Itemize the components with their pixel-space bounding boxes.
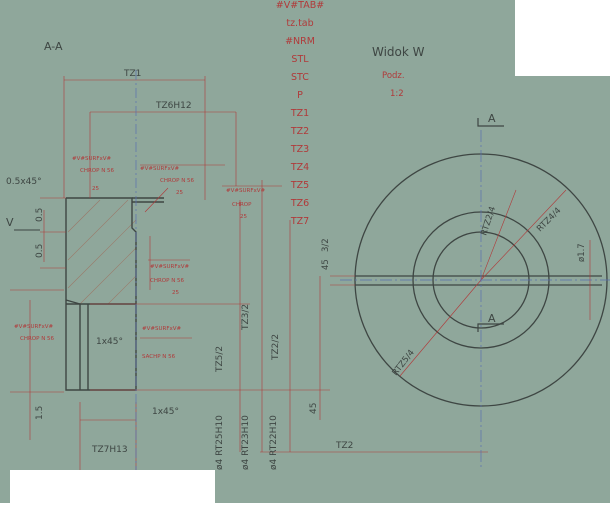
roughness-top-left-symbol: #V#SURFxV# [72,156,111,162]
param-item: TZ1 [290,108,309,119]
param-item: #V#TAB# [276,0,325,11]
dim-phi-outer: ø4 RT22H10 [269,415,279,470]
dim-view-gap-left2: 3/2 [321,238,331,252]
dim-bore-fit: TZ6H12 [155,101,192,111]
roughness-bore-symbol: #V#SURFxV# [142,326,181,332]
dim-bottom-fit: TZ7H13 [91,445,128,455]
roughness-left-note: CHROP N 56 [20,336,55,342]
view-centerlines [340,130,610,470]
roughness-top-right-note: CHROP [232,202,252,208]
dim-left-small-a: 0.5 [35,208,45,222]
dim-left-bottom: 1.5 [35,406,45,420]
roughness-bore-note: SACHP N 56 [142,354,176,360]
dim-phi-mid: ø4 RT23H10 [241,415,251,470]
param-item: P [297,90,303,101]
dim-vert-tz5: TZ5/2 [215,346,225,373]
roughness-top-mid-note: CHROP N 56 [160,178,195,184]
param-item: STL [291,54,309,65]
view-title: Widok W [372,45,425,59]
roughness-top-mid-symbol: #V#SURFxV# [140,166,179,172]
dim-bottom-tz2: TZ2 [335,441,353,451]
view-scale-value: 1:2 [390,89,404,99]
dim-chamfer-top: 0.5x45° [6,177,42,187]
section-dimension-lines [10,76,488,470]
roughness-middle-value: 25 [172,290,179,296]
param-item: TZ6 [290,198,309,209]
dim-view-gap-left: 45 [321,259,331,270]
dim-left-small-b: 0.5 [35,244,45,258]
param-item: TZ4 [290,162,309,173]
param-item: TZ2 [290,126,309,137]
roughness-top-left-value: 25 [92,186,99,192]
roughness-callouts: #V#SURFxV# CHROP N 56 25 #V#SURFxV# CHRO… [14,156,265,360]
dim-vert-tz2: TZ2/2 [271,334,281,361]
param-item: #NRM [285,36,315,47]
hatched-body [67,199,137,305]
section-marks [477,118,504,332]
view-scale-label: Podz. [382,71,405,81]
section-mark-bottom: A [488,312,496,325]
dim-chamfer-bot: 1x45° [152,407,179,417]
roughness-top-right-symbol: #V#SURFxV# [226,188,265,194]
dim-vert-45: 45 [309,403,319,414]
dim-vert-tz3: TZ3/2 [241,304,251,331]
roughness-left-symbol: #V#SURFxV# [14,324,53,330]
parameter-list: #V#TAB# tz.tab #NRM STL STC P TZ1 TZ2 TZ… [276,0,325,227]
section-mark-top: A [488,112,496,125]
roughness-top-right-value: 25 [240,214,247,220]
param-item: TZ3 [290,144,309,155]
dim-view-right: ø1.7 [577,243,587,262]
roughness-middle-symbol: #V#SURFxV# [150,264,189,270]
param-item: TZ5 [290,180,309,191]
dim-phi-bore: ø4 RT25H10 [215,415,225,470]
dim-top-width: TZ1 [123,69,141,79]
section-vertical-dims: 0.5 0.5 1.5 TZ5/2 TZ3/2 TZ2/2 45 ø4 RT25… [35,208,319,470]
param-item: STC [291,72,309,83]
dim-chamfer-mid: 1x45° [96,337,123,347]
param-item: TZ7 [290,216,309,227]
roughness-middle-note: CHROP N 56 [150,278,185,284]
view-dimension-lines [330,189,591,377]
roughness-top-mid-value: 25 [176,190,183,196]
roughness-top-left-note: CHROP N 56 [80,168,115,174]
param-item: tz.tab [286,18,313,29]
section-label: A-A [44,40,63,53]
view-arrow-label: V [6,216,14,229]
